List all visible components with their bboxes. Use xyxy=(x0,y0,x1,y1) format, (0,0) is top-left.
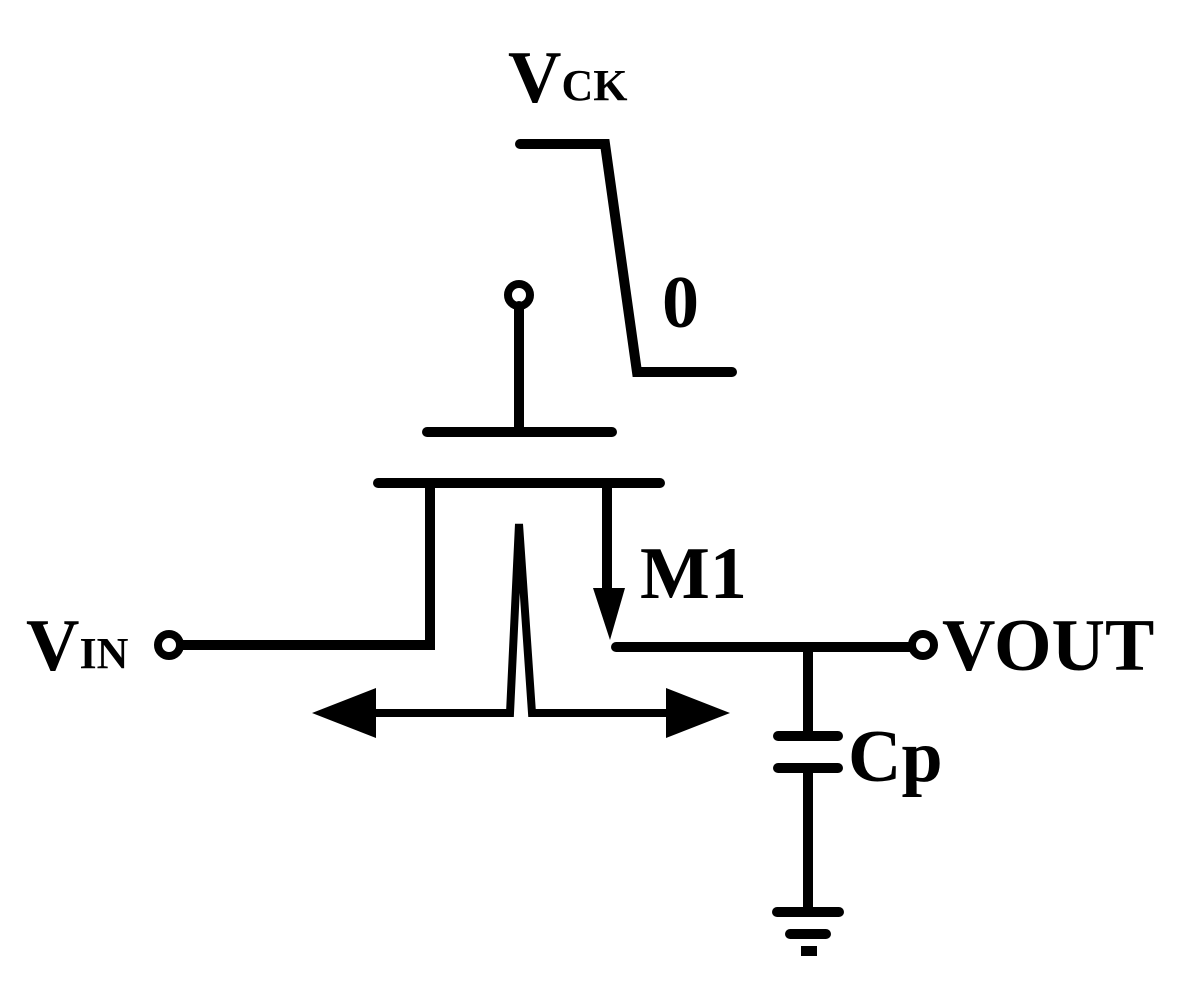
vin-terminal xyxy=(154,630,184,660)
vin-label: VIN xyxy=(26,605,129,687)
charge-injection-spike xyxy=(366,523,674,717)
ground-line-3 xyxy=(801,946,817,956)
vck-label: VCK xyxy=(508,37,627,119)
clock-waveform xyxy=(515,139,737,377)
capacitor-label: Cp xyxy=(848,716,943,798)
vout-label: VOUT xyxy=(942,605,1154,687)
right-arrow-head xyxy=(666,688,730,738)
drain-arrow xyxy=(593,588,625,640)
left-arrow-head xyxy=(312,688,376,738)
vout-terminal xyxy=(908,630,938,660)
transistor-label: M1 xyxy=(640,533,747,615)
source-lead xyxy=(175,478,435,650)
clock-low-label: 0 xyxy=(662,262,699,344)
